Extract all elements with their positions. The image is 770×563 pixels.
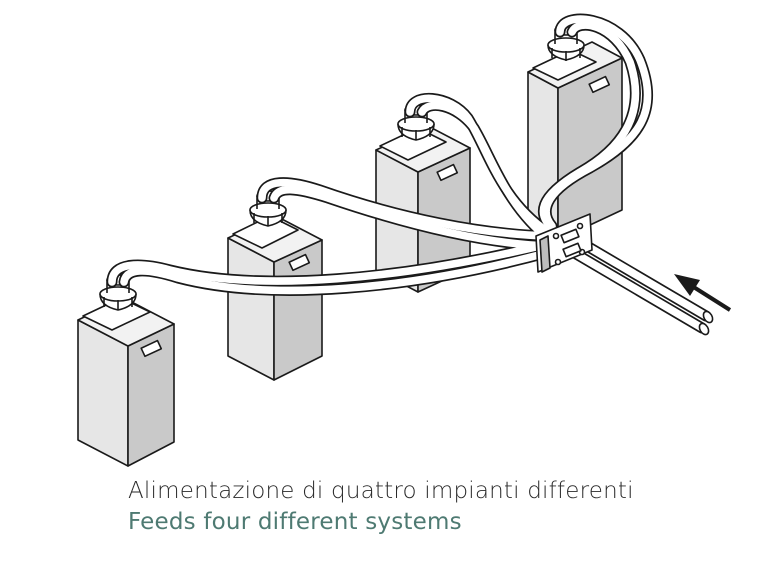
unit-3 — [375, 104, 471, 293]
caption-italian: Alimentazione di quattro impianti differ… — [128, 478, 634, 504]
distribution-manifold — [535, 213, 593, 273]
caption-english: Feeds four different systems — [128, 509, 462, 535]
flow-direction-arrow — [674, 274, 732, 312]
unit-1 — [77, 274, 175, 467]
pipeline-diagram — [77, 13, 732, 467]
hoses — [106, 13, 654, 296]
